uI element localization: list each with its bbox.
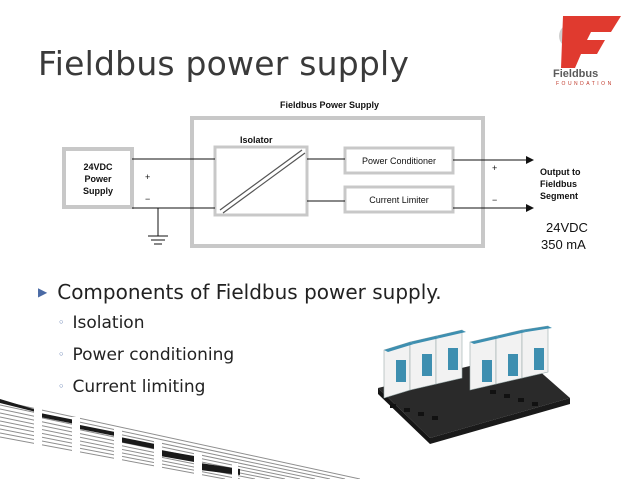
circle-bullet-icon: ◦ [58,316,65,329]
output-line-3: Segment [540,191,578,201]
diagram-header: Fieldbus Power Supply [280,100,379,110]
spec-voltage: 24VDC [546,220,588,235]
dc-supply-line-3: Supply [83,186,113,196]
power-conditioner-label: Power Conditioner [362,156,436,166]
sub-bullet-2: ◦ Power conditioning [58,345,234,365]
sub-bullet-3: ◦ Current limiting [58,377,205,397]
logo-name: Fieldbus [553,68,599,80]
sub-bullet-text: Isolation [72,313,145,333]
triangle-bullet-icon: ▶ [38,285,48,299]
sub-bullet-1: ◦ Isolation [58,313,144,333]
input-minus: − [145,194,150,204]
bullet-main: ▶ Components of Fieldbus power supply. [38,280,442,304]
output-line-1: Output to [540,167,581,177]
sub-bullet-text: Power conditioning [72,345,235,365]
dc-supply-box [62,147,134,209]
circle-bullet-icon: ◦ [58,348,65,361]
sub-bullet-text: Current limiting [72,377,206,397]
output-plus: + [492,163,497,173]
input-plus: + [145,172,150,182]
current-limiter-box [343,185,455,214]
logo-subtitle: FOUNDATION [556,81,614,87]
fieldbus-logo [559,16,621,68]
isolator-box [213,145,309,217]
output-line-2: Fieldbus [540,179,577,189]
current-limiter-label: Current Limiter [369,195,429,205]
circle-bullet-icon: ◦ [58,380,65,393]
dc-supply-line-2: Power [84,174,112,184]
decorative-stripes [0,399,360,479]
slide-title: Fieldbus power supply [38,44,410,83]
dc-supply-line-1: 24VDC [83,162,113,172]
power-supply-product-image [378,325,570,444]
isolator-label: Isolator [240,135,273,145]
output-minus: − [492,195,497,205]
bullet-main-text: Components of Fieldbus power supply. [57,280,442,304]
power-supply-diagram: Fieldbus Power Supply 24VDC Power Supply… [62,100,581,248]
spec-current: 350 mA [541,237,586,252]
